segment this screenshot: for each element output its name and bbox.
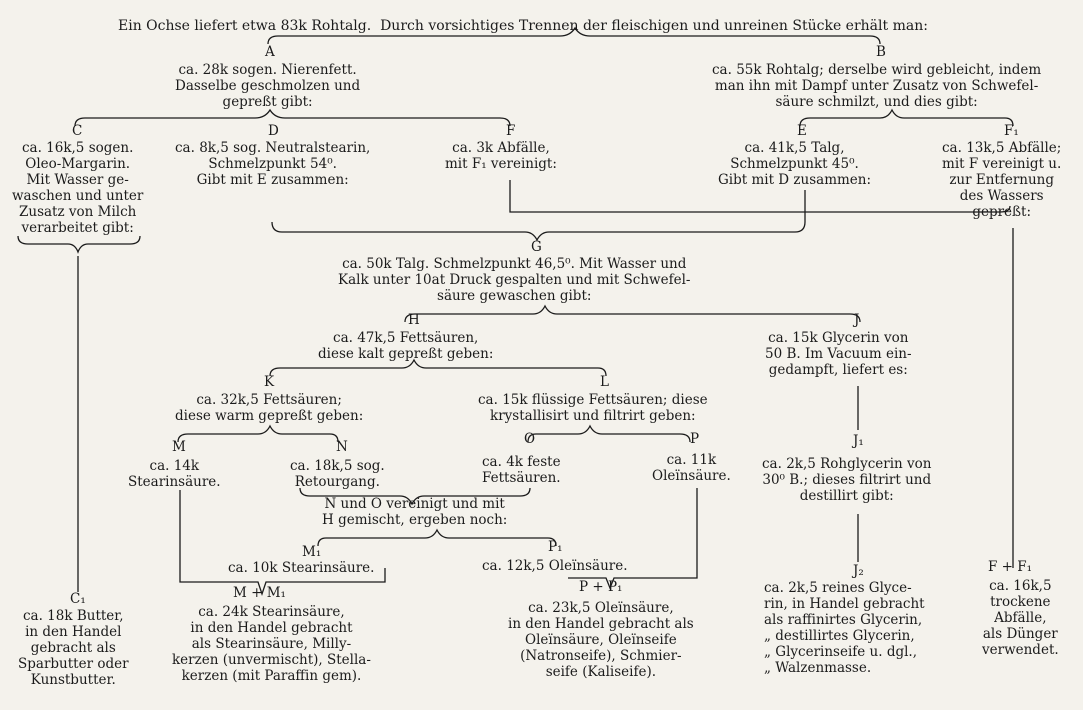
node-d-text: ca. 8k,5 sog. Neutralstearin, Schmelzpun… — [175, 140, 371, 188]
node-e-label: E — [797, 123, 807, 139]
node-j1-text: ca. 2k,5 Rohglycerin von 30⁰ B.; dieses … — [762, 456, 932, 504]
node-n-label: N — [336, 439, 348, 455]
node-o-label: O — [524, 431, 536, 447]
node-a-label: A — [265, 44, 275, 60]
node-p-text: ca. 11k Oleïnsäure. — [652, 452, 731, 484]
node-pp1-text: ca. 23k,5 Oleïnsäure, in den Handel gebr… — [508, 600, 694, 680]
node-no-text: N und O vereinigt und mit H gemischt, er… — [322, 496, 508, 528]
node-d-label: D — [268, 123, 279, 139]
node-m1-label: M₁ — [302, 544, 322, 560]
node-l-label: L — [600, 374, 609, 390]
node-m-label: M — [172, 439, 186, 455]
node-c-label: C — [72, 123, 83, 139]
node-c-text: ca. 16k,5 sogen. Oleo-Margarin. Mit Wass… — [12, 140, 144, 236]
node-p-label: P — [690, 431, 700, 447]
node-f-text: ca. 3k Abfälle, mit F₁ vereinigt: — [445, 140, 557, 172]
node-b-label: B — [876, 44, 886, 60]
node-f-label: F — [506, 123, 516, 139]
node-f1-label: F₁ — [1004, 123, 1019, 139]
node-mm1-text: ca. 24k Stearinsäure, in den Handel gebr… — [172, 604, 371, 684]
node-k-text: ca. 32k,5 Fettsäuren; diese warm gepreßt… — [175, 392, 364, 424]
title: Ein Ochse liefert etwa 83k Rohtalg. Durc… — [118, 18, 928, 34]
node-j2-label: J₂ — [853, 563, 864, 579]
node-j-text: ca. 15k Glycerin von 50 B. Im Vacuum ein… — [765, 330, 912, 378]
node-e-text: ca. 41k,5 Talg, Schmelzpunkt 45⁰. Gibt m… — [718, 140, 872, 188]
node-n-text: ca. 18k,5 sog. Retourgang. — [290, 458, 385, 490]
node-j1-label: J₁ — [853, 433, 864, 449]
node-pp1-label: P + P₁ — [579, 579, 623, 595]
node-ff1-text: ca. 16k,5 trockene Abfälle, als Dünger v… — [982, 578, 1059, 658]
node-f1-text: ca. 13k,5 Abfälle; mit F vereinigt u. zu… — [942, 140, 1062, 220]
node-m1-text: ca. 10k Stearinsäure. — [228, 560, 375, 576]
node-a-text: ca. 28k sogen. Nierenfett. Dasselbe gesc… — [175, 62, 361, 110]
node-p1-label: P₁ — [548, 539, 563, 555]
node-l-text: ca. 15k flüssige Fettsäuren; diese kryst… — [478, 392, 708, 424]
node-ff1-label: F + F₁ — [988, 559, 1033, 575]
node-c1-label: C₁ — [70, 591, 86, 607]
node-c1-text: ca. 18k Butter, in den Handel gebracht a… — [18, 608, 129, 688]
node-h-text: ca. 47k,5 Fettsäuren, diese kalt gepreßt… — [318, 330, 494, 362]
node-o-text: ca. 4k feste Fettsäuren. — [482, 454, 561, 486]
node-p1-text: ca. 12k,5 Oleïnsäure. — [482, 558, 628, 574]
node-h-label: H — [408, 312, 420, 328]
node-g-label: G — [531, 239, 542, 255]
node-b-text: ca. 55k Rohtalg; derselbe wird gebleicht… — [712, 62, 1042, 110]
node-g-text: ca. 50k Talg. Schmelzpunkt 46,5⁰. Mit Wa… — [338, 256, 691, 304]
node-m-text: ca. 14k Stearinsäure. — [128, 458, 221, 490]
node-k-label: K — [264, 374, 275, 390]
node-j2-text: ca. 2k,5 reines Glyce- rin, in Handel ge… — [764, 580, 925, 676]
node-j-label: J — [854, 312, 860, 328]
node-mm1-label: M + M₁ — [233, 585, 286, 601]
